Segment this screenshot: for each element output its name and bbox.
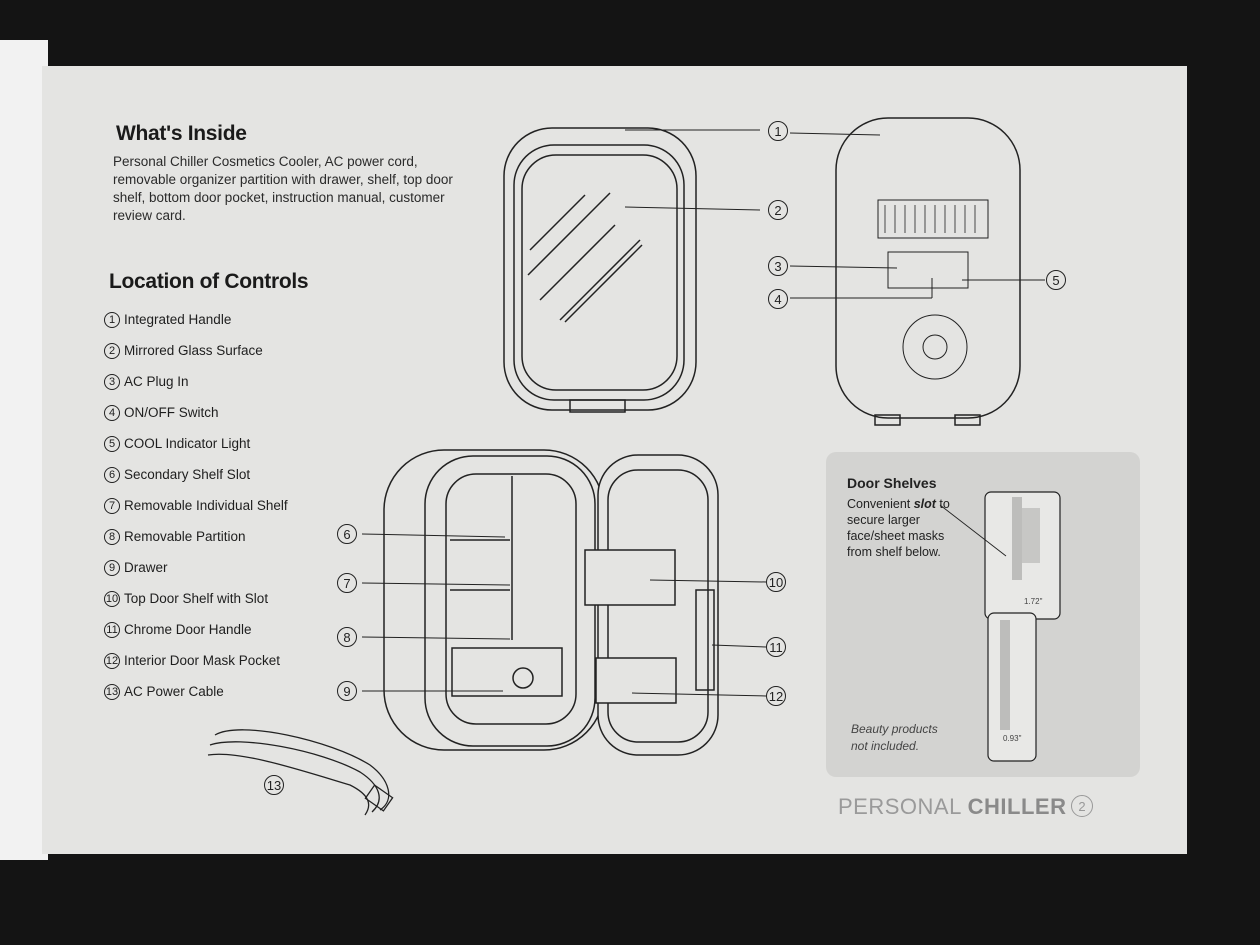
previous-page-edge	[0, 40, 48, 860]
control-item: 1 Integrated Handle	[104, 304, 288, 335]
note-line: Beauty products	[851, 722, 938, 736]
location-of-controls-heading: Location of Controls	[109, 270, 309, 293]
dimension-top-label: 1.72"	[1024, 597, 1043, 606]
control-label: Drawer	[124, 560, 168, 575]
number-badge: 4	[104, 404, 120, 421]
control-item: 12 Interior Door Mask Pocket	[104, 645, 288, 676]
number-badge: 8	[104, 528, 120, 545]
back-fridge-drawing	[789, 117, 1045, 426]
slot-emphasis: slot	[913, 497, 936, 511]
number-badge: 12	[104, 652, 120, 669]
callout-13: 13	[264, 775, 284, 795]
callout-2: 2	[768, 200, 788, 220]
control-item: 9 Drawer	[104, 552, 288, 583]
control-label: ON/OFF Switch	[124, 405, 219, 420]
control-item: 13 AC Power Cable	[104, 676, 288, 707]
page-number: 2	[1071, 795, 1093, 817]
text-part: Convenient	[847, 497, 914, 511]
controls-list: 1 Integrated Handle 2 Mirrored Glass Surfac…	[104, 304, 288, 707]
control-label: Interior Door Mask Pocket	[124, 653, 281, 668]
whats-inside-text: Personal Chiller Cosmetics Cooler, AC po…	[113, 154, 453, 223]
control-item: 2 Mirrored Glass Surface	[104, 335, 288, 366]
number-badge: 3	[104, 373, 120, 390]
number-badge: 6	[104, 466, 120, 483]
control-label: AC Power Cable	[124, 684, 224, 699]
number-badge: 1	[104, 311, 120, 328]
callout-1: 1	[768, 121, 788, 141]
number-badge: 10	[104, 590, 120, 607]
control-label: Removable Partition	[124, 529, 246, 544]
control-item: 11 Chrome Door Handle	[104, 614, 288, 645]
control-item: 4 ON/OFF Switch	[104, 397, 288, 428]
control-item: 7 Removable Individual Shelf	[104, 490, 288, 521]
brand-logo: PERSONAL CHILLER	[838, 794, 1066, 820]
number-badge: 11	[104, 621, 120, 638]
callout-11: 11	[766, 637, 786, 657]
control-label: Secondary Shelf Slot	[124, 467, 251, 482]
number-badge: 7	[104, 497, 120, 514]
beauty-products-note: Beauty products not included.	[851, 721, 938, 755]
power-cable-drawing	[207, 729, 394, 816]
callout-10: 10	[766, 572, 786, 592]
number-badge: 9	[104, 559, 120, 576]
whats-inside-heading: What's Inside	[116, 122, 247, 145]
number-badge: 2	[104, 342, 120, 359]
control-label: Chrome Door Handle	[124, 622, 252, 637]
callout-7: 7	[337, 573, 357, 593]
text-part: to secure larger face/sheet masks from s…	[847, 497, 950, 559]
control-label: Top Door Shelf with Slot	[124, 591, 269, 606]
control-label: AC Plug In	[124, 374, 189, 389]
callout-3: 3	[768, 256, 788, 276]
control-item: 10 Top Door Shelf with Slot	[104, 583, 288, 614]
callout-9: 9	[337, 681, 357, 701]
door-shelves-title: Door Shelves	[847, 475, 937, 491]
door-shelves-text: Convenient slot to secure larger face/sh…	[847, 496, 957, 560]
door-shelves-panel	[826, 452, 1140, 777]
note-line: not included.	[851, 739, 920, 753]
control-item: 6 Secondary Shelf Slot	[104, 459, 288, 490]
brand-bold: CHILLER	[967, 794, 1067, 819]
control-item: 8 Removable Partition	[104, 521, 288, 552]
control-label: Removable Individual Shelf	[124, 498, 288, 513]
front-fridge-drawing	[503, 127, 761, 413]
control-label: Integrated Handle	[124, 312, 232, 327]
callout-12: 12	[766, 686, 786, 706]
control-item: 5 COOL Indicator Light	[104, 428, 288, 459]
number-badge: 13	[104, 683, 120, 700]
door-shelves-drawing	[939, 491, 1061, 762]
callout-6: 6	[337, 524, 357, 544]
callout-4: 4	[768, 289, 788, 309]
control-label: COOL Indicator Light	[124, 436, 251, 451]
control-label: Mirrored Glass Surface	[124, 343, 263, 358]
open-fridge-drawing	[361, 449, 767, 756]
brand-light: PERSONAL	[838, 794, 968, 819]
number-badge: 5	[104, 435, 120, 452]
dimension-bottom-label: 0.93"	[1003, 734, 1022, 743]
control-item: 3 AC Plug In	[104, 366, 288, 397]
callout-8: 8	[337, 627, 357, 647]
callout-5: 5	[1046, 270, 1066, 290]
